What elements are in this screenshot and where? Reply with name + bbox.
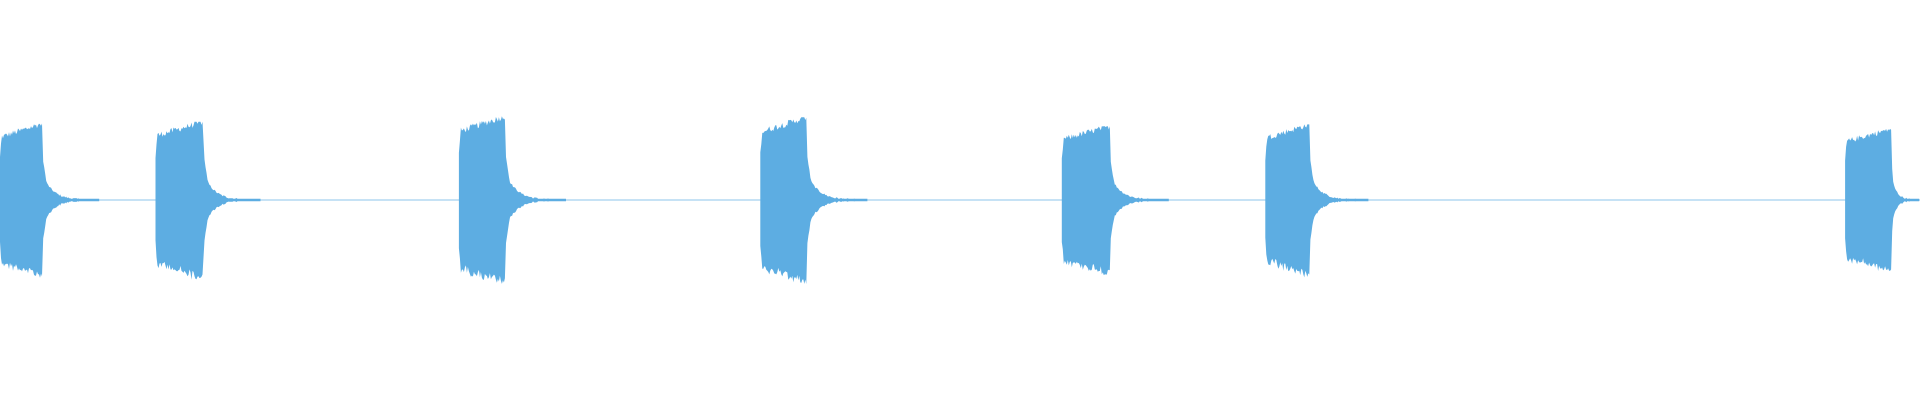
waveform-burst-5 <box>1061 126 1169 276</box>
waveform-burst-3 <box>458 116 566 284</box>
waveform-burst-2 <box>155 121 261 280</box>
waveform-burst-1 <box>0 123 100 278</box>
waveform-burst-4 <box>760 117 868 284</box>
waveform-burst-6 <box>1265 124 1369 278</box>
waveform-burst-7 <box>1845 128 1920 271</box>
waveform-bursts <box>0 116 1920 284</box>
